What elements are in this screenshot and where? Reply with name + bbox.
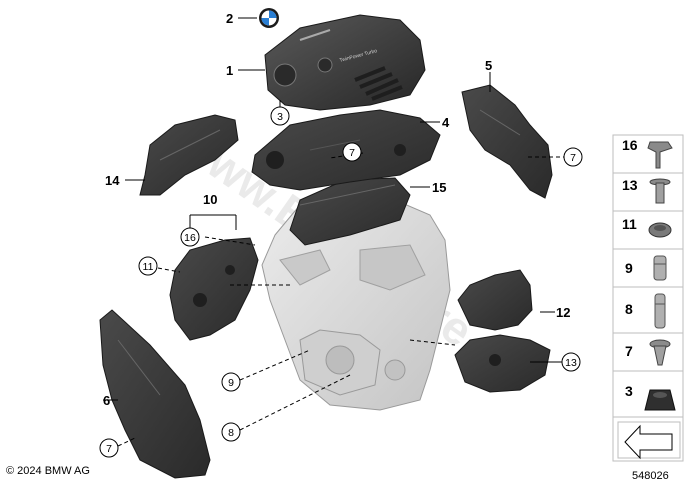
bmw-badge-2[interactable]: [259, 8, 279, 28]
panel-label-9: 9: [625, 260, 633, 276]
arrow-icon: [617, 421, 681, 460]
pin-9-icon: [653, 255, 667, 281]
shield-5[interactable]: [461, 84, 553, 199]
callout-5: 5: [485, 58, 492, 73]
pin-8-icon: [654, 293, 666, 329]
shield-12[interactable]: [454, 269, 551, 393]
nut-11-icon: [648, 222, 672, 238]
callout-2: 2: [226, 11, 233, 26]
clip-16-icon: [647, 141, 673, 169]
svg-text:16: 16: [184, 232, 196, 244]
clip-7-icon: [649, 339, 671, 366]
callout-11: 11: [138, 256, 158, 276]
callout-3: 3: [270, 106, 290, 126]
callout-10: 10: [203, 192, 217, 207]
svg-text:13: 13: [565, 357, 577, 369]
callout-6: 6: [103, 393, 110, 408]
panel-label-13: 13: [622, 177, 638, 193]
shield-10[interactable]: [169, 237, 259, 341]
callout-15: 15: [432, 180, 446, 195]
callout-12: 12: [556, 305, 570, 320]
shield-14[interactable]: [139, 114, 239, 196]
panel-label-16: 16: [622, 137, 638, 153]
panel-label-3: 3: [625, 383, 633, 399]
engine-cover-1[interactable]: TwinPower Turbo: [264, 14, 426, 111]
callout-9: 9: [221, 372, 241, 392]
panel-label-8: 8: [625, 301, 633, 317]
panel-label-7: 7: [625, 343, 633, 359]
diagram-id: 548026: [632, 470, 669, 482]
callout-14: 14: [105, 173, 120, 188]
svg-text:7: 7: [106, 443, 112, 455]
svg-text:9: 9: [228, 377, 234, 389]
engine-block: [261, 194, 451, 411]
svg-text:7: 7: [349, 147, 355, 159]
copyright-text: © 2024 BMW AG: [6, 465, 90, 477]
callout-4: 4: [442, 115, 450, 130]
panel-label-11: 11: [622, 216, 637, 232]
svg-text:7: 7: [570, 152, 576, 164]
svg-text:11: 11: [143, 261, 154, 273]
svg-text:3: 3: [277, 111, 283, 123]
callout-16: 16: [180, 227, 200, 247]
fastener-panel: 16 13 11 9 8 7 3: [612, 134, 684, 462]
callout-7a: 7: [342, 142, 362, 162]
callout-7c: 7: [99, 438, 119, 458]
callout-1: 1: [226, 63, 233, 78]
heat-shield-15[interactable]: [289, 177, 411, 246]
grommet-3-icon: [644, 389, 676, 411]
callout-8: 8: [221, 422, 241, 442]
svg-text:8: 8: [228, 427, 234, 439]
rivet-13-icon: [649, 178, 671, 204]
callout-13: 13: [561, 352, 581, 372]
callout-7b: 7: [563, 147, 583, 167]
